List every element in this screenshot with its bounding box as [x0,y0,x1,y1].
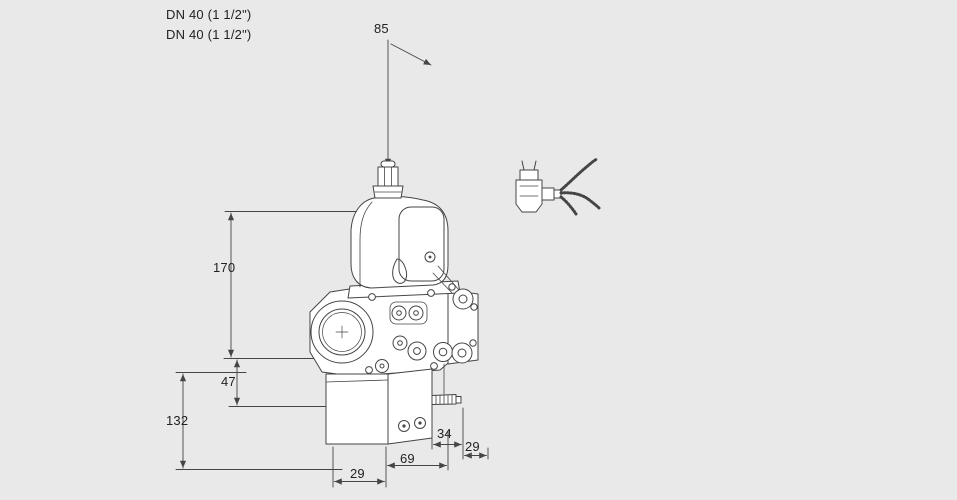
valve-line-art [309,160,479,445]
dimension-label-85: 85 [374,21,389,36]
port-size-label-1: DN 40 (1 1/2") [166,7,252,22]
dimension-label-29-base: 29 [350,466,365,481]
dimension-label-170: 170 [213,260,236,275]
dimension-label-47: 47 [221,374,236,389]
hex-cap [377,166,399,187]
electrical-connector-drawing [515,157,601,216]
dimension-label-132: 132 [166,413,189,428]
lower-block-front [325,373,389,445]
port-size-label-2: DN 40 (1 1/2") [166,27,252,42]
dimension-lines [175,39,489,488]
dimension-label-69: 69 [400,451,415,466]
dimension-label-34: 34 [437,426,452,441]
cable-wires [559,157,601,216]
dimension-label-29-side: 29 [465,439,480,454]
lower-block-side [387,368,433,445]
